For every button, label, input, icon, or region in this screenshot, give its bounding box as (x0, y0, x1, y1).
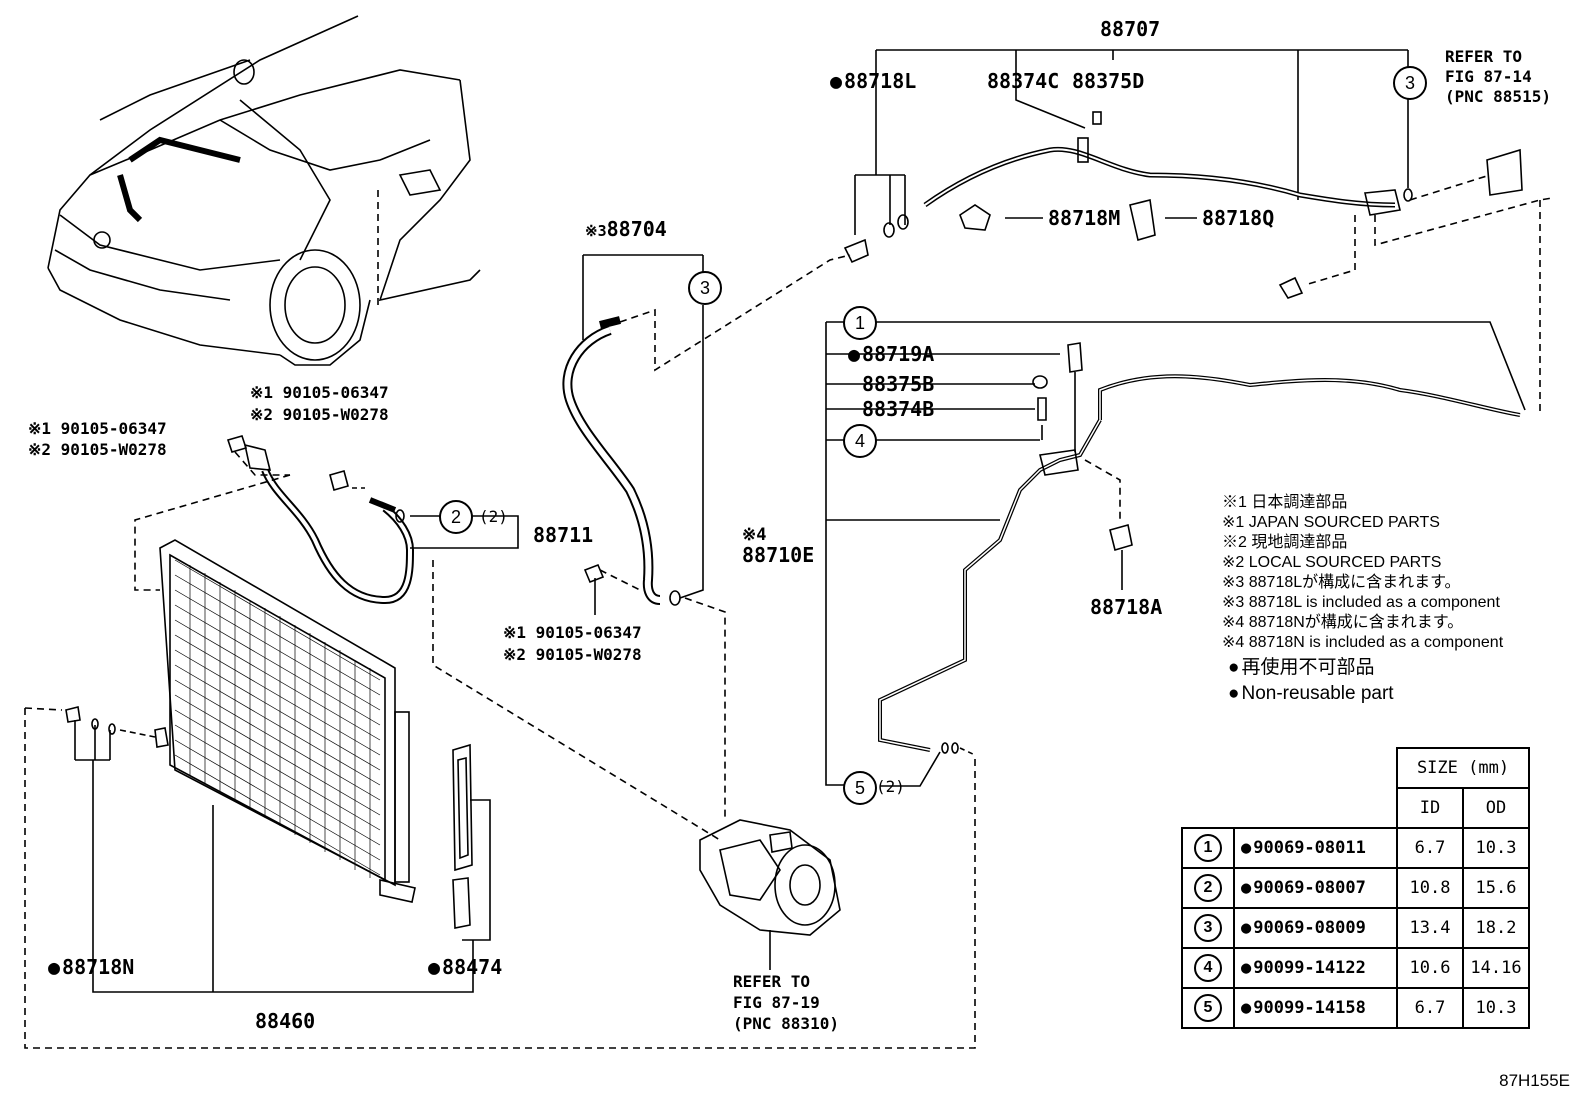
row-number: 3 (1194, 914, 1222, 942)
part-code: 90099-14158 (1233, 987, 1398, 1029)
callout-5: 5 (843, 771, 877, 805)
compressor-graphic (699, 819, 841, 936)
col-od: OD (1462, 787, 1530, 829)
component-mark: ※3 (585, 222, 607, 240)
part-88474: 88474 (428, 956, 502, 978)
outer-diameter: 18.2 (1462, 907, 1530, 949)
condenser-graphic (154, 539, 416, 903)
part-88718M: 88718M (1048, 206, 1121, 230)
part-88718A: 88718A (1090, 595, 1163, 619)
part-code: 90069-08009 (1233, 907, 1398, 949)
part-88711: 88711 (533, 523, 594, 547)
part-88374B: 88374B (862, 397, 935, 421)
bolt-c-1: ※1 90105-06347 (503, 623, 642, 642)
part-code: 90069-08007 (1233, 867, 1398, 909)
part-88704: ※388704 (585, 218, 667, 242)
part-88718N: 88718N (48, 956, 134, 978)
part-88718Q: 88718Q (1202, 206, 1275, 230)
refer-top-3: (PNC 88515) (1445, 87, 1551, 106)
inner-diameter: 13.4 (1396, 907, 1464, 949)
note-2-en: ※2 LOCAL SOURCED PARTS (1222, 554, 1442, 571)
qty-callout-2: (2) (479, 507, 508, 526)
legend-en: Non-reusable part (1228, 684, 1393, 704)
table-row: 4 90099-14122 10.6 14.16 (1181, 947, 1530, 989)
note-4-en: ※4 88718N is included as a component (1222, 634, 1504, 651)
row-number: 2 (1194, 874, 1222, 902)
size-table: SIZE (mm) ID OD 1 90069-08011 6.7 10.3 2… (1181, 747, 1530, 1029)
note-1-jp: ※1 日本調達部品 (1222, 494, 1348, 511)
row-number: 1 (1194, 834, 1222, 862)
note-4-jp: ※4 88718Nが構成に含まれます。 (1222, 614, 1464, 631)
part-88707: 88707 (1100, 17, 1161, 41)
outer-diameter: 10.3 (1462, 987, 1530, 1029)
callout-2: 2 (439, 500, 473, 534)
note-1-en: ※1 JAPAN SOURCED PARTS (1222, 514, 1440, 531)
table-row: 2 90069-08007 10.8 15.6 (1181, 867, 1530, 909)
legend-jp: 再使用不可部品 (1228, 658, 1374, 678)
col-id: ID (1396, 787, 1464, 829)
part-88375B: 88375B (862, 372, 935, 396)
refer-top-2: FIG 87-14 (1445, 67, 1532, 86)
part-88460: 88460 (255, 1009, 316, 1033)
size-title: SIZE (mm) (1396, 747, 1530, 789)
note-3-jp: ※3 88718Lが構成に含まれます。 (1222, 574, 1461, 591)
outer-diameter: 15.6 (1462, 867, 1530, 909)
bolt-a-2: ※2 90105-W0278 (28, 440, 167, 459)
table-row: 5 90099-14158 6.7 10.3 (1181, 987, 1530, 1029)
table-row: 3 90069-08009 13.4 18.2 (1181, 907, 1530, 949)
outer-diameter: 10.3 (1462, 827, 1530, 869)
part-88374C: 88374C (987, 69, 1060, 93)
bolt-a-1: ※1 90105-06347 (28, 419, 167, 438)
row-number: 4 (1194, 954, 1222, 982)
row-number: 5 (1194, 994, 1222, 1022)
inner-diameter: 6.7 (1396, 987, 1464, 1029)
callout-3-top: 3 (1393, 66, 1427, 100)
part-88375D: 88375D (1072, 69, 1145, 93)
table-row: 1 90069-08011 6.7 10.3 (1181, 827, 1530, 869)
refer-top-1: REFER TO (1445, 47, 1523, 66)
part-code: 90099-14122 (1233, 947, 1398, 989)
figure-id: 87H155E (1499, 1071, 1570, 1090)
bolt-c-2: ※2 90105-W0278 (503, 645, 642, 664)
refer-bottom-3: (PNC 88310) (733, 1014, 839, 1033)
part-88719A: 88719A (848, 343, 934, 365)
callout-1: 1 (843, 306, 877, 340)
part-88710E: 88710E (742, 543, 815, 567)
vehicle-outline (47, 15, 481, 366)
bolt-b-2: ※2 90105-W0278 (250, 405, 389, 424)
inner-diameter: 10.8 (1396, 867, 1464, 909)
outer-diameter: 14.16 (1462, 947, 1530, 989)
part-88710E-mark: ※4 (742, 525, 767, 545)
part-code: 90069-08011 (1233, 827, 1398, 869)
bolt-b-1: ※1 90105-06347 (250, 383, 389, 402)
callout-4: 4 (843, 424, 877, 458)
refer-bottom-2: FIG 87-19 (733, 993, 820, 1012)
part-88718L: 88718L (830, 70, 916, 92)
part-number: 88704 (606, 217, 667, 241)
inner-diameter: 6.7 (1396, 827, 1464, 869)
note-2-jp: ※2 現地調達部品 (1222, 534, 1348, 551)
note-3-en: ※3 88718L is included as a component (1222, 594, 1500, 611)
refer-bottom-1: REFER TO (733, 972, 811, 991)
qty-callout-5: (2) (876, 777, 905, 796)
callout-3-hose: 3 (688, 271, 722, 305)
inner-diameter: 10.6 (1396, 947, 1464, 989)
